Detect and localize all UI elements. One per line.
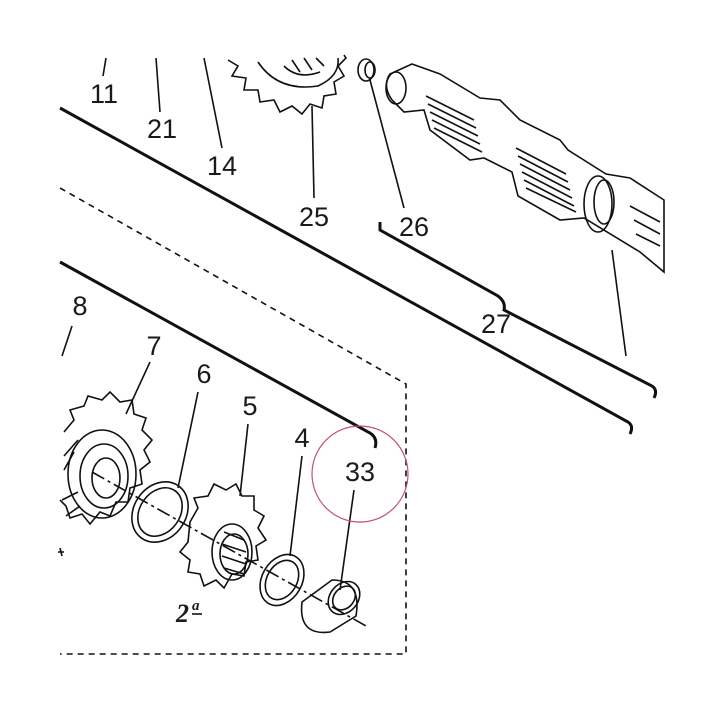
- leader-27-right: [611, 249, 627, 357]
- callout-11: 11: [90, 79, 118, 109]
- gear-7: [59, 390, 154, 526]
- upper-long-bracket-line: [59, 106, 634, 435]
- leader-7: [125, 361, 151, 415]
- middle-long-bracket-line: [59, 260, 378, 449]
- callout-6: 6: [196, 359, 211, 389]
- gear-7-edge-mark: [58, 547, 64, 557]
- leader-6: [177, 391, 199, 489]
- callout-21: 21: [147, 114, 177, 144]
- callout-14: 14: [207, 151, 237, 181]
- clip-26: [357, 58, 376, 82]
- callout-4: 4: [294, 423, 309, 453]
- leader-5: [239, 423, 249, 497]
- callout-33: 33: [345, 457, 375, 487]
- gear-ordinal-number: 2: [175, 599, 189, 628]
- callout-27: 27: [481, 309, 511, 339]
- gear-ordinal-label: 2 a: [175, 598, 202, 628]
- leader-26: [369, 79, 405, 209]
- leader-33: [339, 489, 355, 591]
- callout-26: 26: [399, 212, 429, 242]
- washer-4: [259, 553, 305, 607]
- gear-5: [178, 482, 268, 590]
- shaft-27: [385, 63, 665, 274]
- callout-8: 8: [72, 291, 87, 321]
- leader-21: [155, 57, 161, 113]
- callout-5: 5: [242, 391, 257, 421]
- leader-lines: [61, 57, 627, 591]
- callout-25: 25: [299, 202, 329, 232]
- assembly-axis-line: [91, 471, 367, 627]
- group-lines: [59, 106, 658, 655]
- right-shaft-bracket-line: [378, 222, 658, 399]
- callout-labels: 11 21 14 25 26 27 8 7 6 5 4 33: [72, 79, 511, 487]
- gear-ordinal-suffix: a: [192, 598, 200, 614]
- bushing-33: [300, 579, 361, 634]
- callout-7: 7: [146, 331, 161, 361]
- gear-25: [227, 54, 348, 116]
- leader-11: [102, 57, 107, 77]
- leader-8: [61, 325, 73, 357]
- leader-14: [203, 57, 223, 149]
- highlight-circle-33[interactable]: [311, 425, 409, 523]
- leader-25: [311, 105, 315, 199]
- dashed-subassembly-border: [59, 187, 407, 655]
- leader-4: [289, 455, 303, 557]
